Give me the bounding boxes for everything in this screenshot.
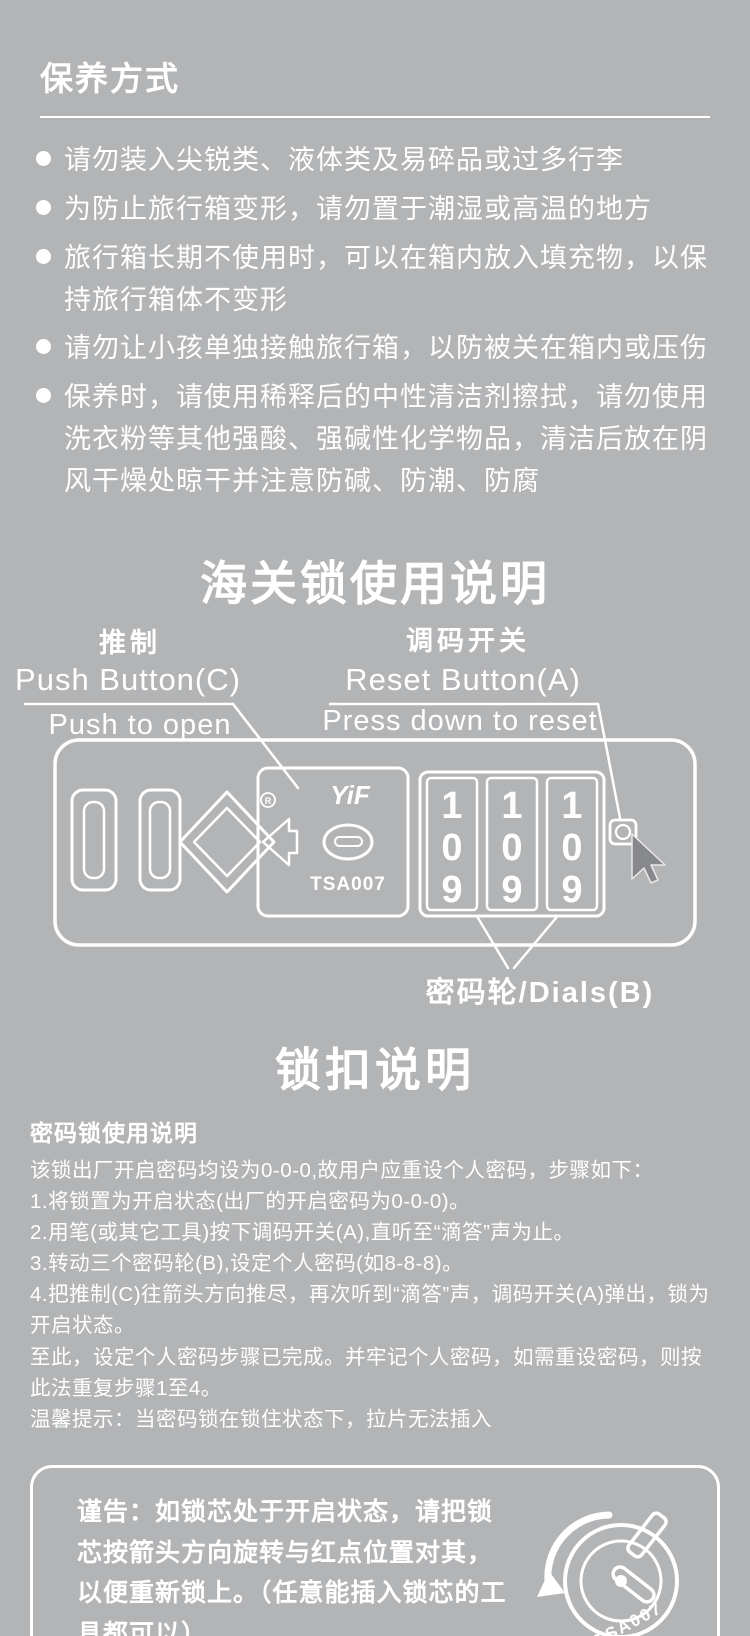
password-instructions: 密码锁使用说明 该锁出厂开启密码均设为0-0-0,故用户应重设个人密码，步骤如下… — [30, 1116, 720, 1435]
instructions-outro: 至此，设定个人密码步骤已完成。并牢记个人密码，如需重设密码，则按此法重复步骤1至… — [30, 1345, 702, 1400]
tsa-diamond-icon: R — [178, 790, 276, 894]
push-arrow-icon — [261, 817, 299, 866]
list-item: 请勿装入尖锐类、液体类及易碎品或过多行李 — [36, 140, 716, 182]
bullet-icon — [36, 151, 51, 166]
dial-digit: 9 — [561, 869, 582, 911]
reset-label-en: Reset Button(A) — [345, 662, 581, 697]
instruction-step: 1.将锁置为开启状态(出厂的开启密码为0-0-0)。 — [30, 1189, 471, 1213]
push-hint: Push to open — [49, 709, 232, 741]
list-item-text: 请勿装入尖锐类、液体类及易碎品或过多行李 — [64, 145, 624, 175]
instructions-intro: 该锁出厂开启密码均设为0-0-0,故用户应重设个人密码，步骤如下： — [30, 1158, 654, 1182]
cursor-icon — [631, 833, 666, 884]
dial-block: 1 0 9 1 0 9 1 0 9 — [418, 770, 606, 918]
dials-pointer-line — [476, 916, 510, 969]
buckle-section-title: 锁扣说明 — [275, 1043, 475, 1096]
push-label-en: Push Button(C) — [15, 662, 241, 697]
maintenance-list: 请勿装入尖锐类、液体类及易碎品或过多行李 为防止旅行箱变形，请勿置于潮湿或高温的… — [36, 140, 716, 503]
list-item-text: 保养时，请使用稀释后的中性清洁剂擦拭，请勿使用洗衣粉等其他强酸、强碱性化学物品，… — [64, 382, 708, 496]
keyhole-icon — [322, 823, 374, 861]
list-item-text: 请勿让小孩单独接触旅行箱，以防被关在箱内或压伤 — [64, 333, 708, 364]
reset-label-cn: 调码开关 — [406, 626, 530, 656]
dial-digit: 0 — [561, 827, 582, 869]
lock-model: TSA007 — [310, 874, 386, 895]
dials-pointer-line — [512, 916, 558, 969]
lock-diagram: 推制 Push Button(C) Push to open 调码开关 Rese… — [15, 626, 697, 1009]
list-item: 为防止旅行箱变形，请勿置于潮湿或高温的地方 — [36, 189, 716, 231]
push-pointer-line — [231, 702, 300, 789]
dial-column: 1 0 9 — [425, 776, 479, 911]
dial-column: 1 0 9 — [545, 776, 599, 911]
list-item-text: 为防止旅行箱变形，请勿置于潮湿或高温的地方 — [64, 193, 652, 224]
lock-brand: YiF — [330, 780, 371, 810]
bullet-icon — [36, 388, 51, 404]
dial-column: 1 0 9 — [485, 776, 539, 911]
dial-digit: 0 — [501, 827, 522, 869]
svg-text:R: R — [265, 796, 272, 806]
instruction-step: 3.转动三个密码轮(B),设定个人密码(如8-8-8)。 — [30, 1252, 464, 1276]
reset-hint: Press down to reset — [322, 705, 597, 737]
list-item: 请勿让小孩单独接触旅行箱，以防被关在箱内或压伤 — [36, 328, 716, 370]
dial-digit: 1 — [441, 785, 462, 827]
divider — [40, 116, 710, 118]
dial-digit: 1 — [561, 785, 582, 827]
instruction-step: 4.把推制(C)往箭头方向推尽，再次听到“滴答”声，调码开关(A)弹出，锁为开启… — [30, 1283, 710, 1338]
zipper-slot — [138, 788, 182, 892]
push-label-cn: 推制 — [99, 628, 161, 658]
list-item: 旅行箱长期不使用时，可以在箱内放入填充物，以保持旅行箱体不变形 — [36, 238, 716, 322]
instruction-step: 2.用笔(或其它工具)按下调码开关(A),直听至“滴答”声为止。 — [30, 1221, 575, 1245]
dial-digit: 0 — [441, 827, 462, 869]
lock-body-outline — [53, 738, 697, 947]
list-item: 保养时，请使用稀释后的中性清洁剂擦拭，请勿使用洗衣粉等其他强酸、强碱性化学物品，… — [36, 377, 716, 503]
maintenance-title: 保养方式 — [40, 60, 180, 97]
dial-digit: 9 — [441, 869, 462, 911]
bullet-icon — [36, 199, 51, 215]
maintenance-section: 保养方式 请勿装入尖锐类、液体类及易碎品或过多行李 为防止旅行箱变形，请勿置于潮… — [0, 0, 750, 503]
dials-label: 密码轮/Dials(B) — [426, 975, 655, 1009]
lock-cylinder-icon: TSA007 — [537, 1511, 679, 1636]
instructions-subtitle: 密码锁使用说明 — [30, 1119, 198, 1146]
reset-button-icon — [608, 818, 638, 846]
reset-pointer-line — [596, 702, 622, 819]
push-lock-section: YiF TSA007 — [256, 766, 410, 918]
lock-section-title: 海关锁使用说明 — [200, 556, 550, 610]
bullet-icon — [36, 248, 51, 264]
list-item-text: 旅行箱长期不使用时，可以在箱内放入填充物，以保持旅行箱体不变形 — [64, 242, 708, 315]
warning-text: 谨告：如锁芯处于开启状态，请把锁芯按箭头方向旋转与红点位置对其，以便重新锁上。（… — [77, 1498, 507, 1636]
zipper-slot — [70, 788, 118, 892]
dial-digit: 1 — [501, 785, 522, 827]
bullet-icon — [36, 339, 51, 355]
dial-digit: 9 — [501, 869, 522, 911]
warning-box: 谨告：如锁芯处于开启状态，请把锁芯按箭头方向旋转与红点位置对其，以便重新锁上。（… — [30, 1465, 720, 1636]
instructions-tip: 温馨提示：当密码锁在锁住状态下，拉片无法插入 — [30, 1407, 492, 1431]
